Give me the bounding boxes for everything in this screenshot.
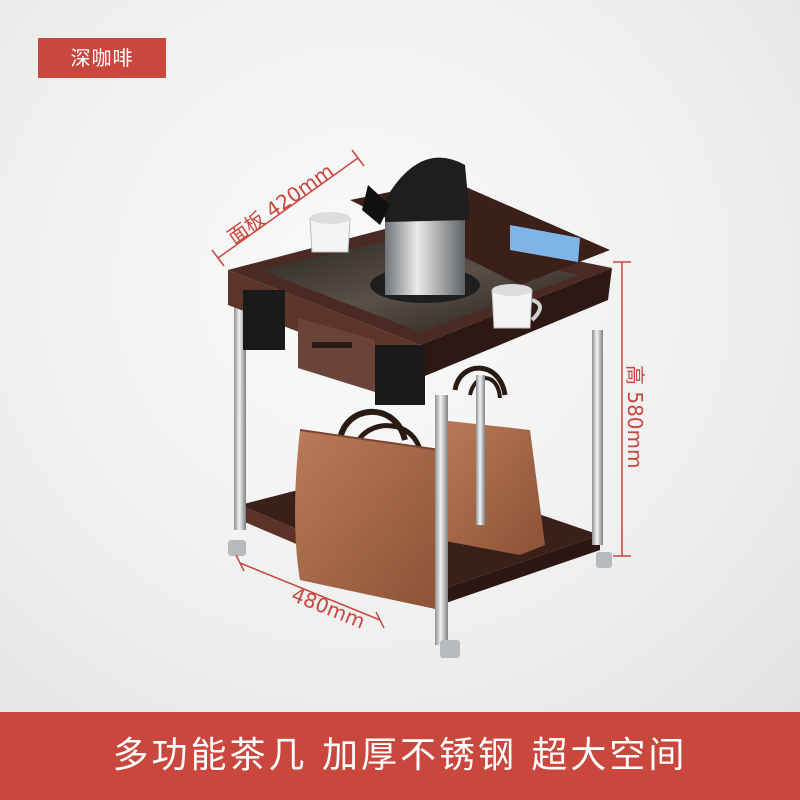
thermos-kettle — [362, 157, 480, 303]
rattan-drawer — [298, 318, 375, 392]
steel-legs — [234, 300, 603, 645]
phone — [510, 225, 580, 262]
color-tag: 深咖啡 — [38, 38, 166, 78]
cups — [309, 212, 542, 329]
dimension-width — [235, 554, 385, 629]
side-holders — [243, 290, 425, 405]
handbag-front — [295, 408, 441, 610]
dimension-height — [613, 261, 631, 557]
handbag-back — [440, 365, 545, 555]
tea-table-illustration: 面板 420mm 高 580mm 480mm — [211, 149, 647, 658]
product-tagline: 多功能茶几 加厚不锈钢 超大空间 — [0, 712, 800, 800]
dimension-height-label: 高 580mm — [623, 365, 647, 469]
dimension-top — [211, 149, 365, 267]
caster-wheels — [228, 540, 612, 658]
